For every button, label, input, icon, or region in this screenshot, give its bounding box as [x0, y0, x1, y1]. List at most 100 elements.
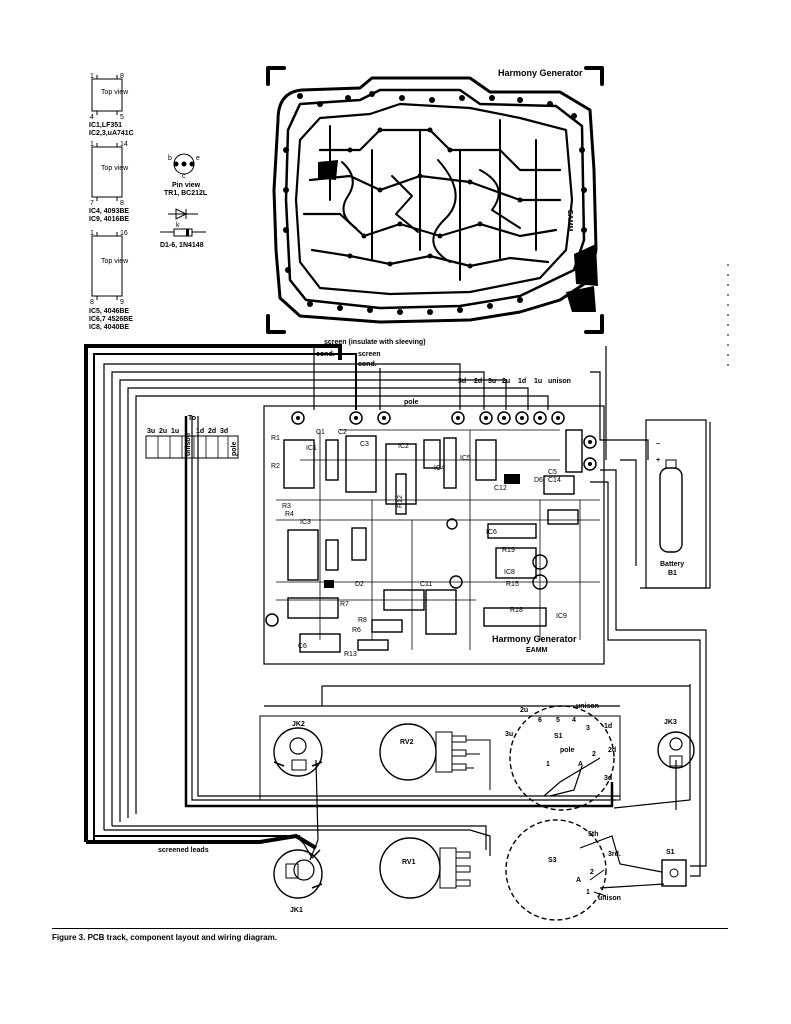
svg-text:IC1: IC1 — [306, 445, 317, 452]
svg-text:1: 1 — [586, 889, 590, 896]
jack-jk2: JK2 — [273, 721, 323, 777]
svg-text:C11: C11 — [420, 581, 432, 588]
svg-text:IC5: IC5 — [460, 455, 471, 462]
svg-text:C6: C6 — [298, 643, 307, 650]
pcb-mirror-mark: EAMM — [566, 210, 573, 232]
svg-text:1: 1 — [90, 73, 94, 80]
svg-text:14: 14 — [120, 141, 128, 148]
svg-text:S3: S3 — [548, 857, 557, 864]
battery: − + Battery B1 — [645, 419, 707, 589]
svg-text:D6: D6 — [534, 477, 543, 484]
svg-text:D1-6, 1N4148: D1-6, 1N4148 — [160, 242, 204, 249]
svg-text:A: A — [578, 761, 583, 768]
svg-text:IC6: IC6 — [486, 529, 497, 536]
svg-text:7: 7 — [90, 200, 94, 207]
svg-text:3d: 3d — [604, 775, 612, 782]
svg-text:R1: R1 — [271, 435, 280, 442]
ic-16pin-pinout: 1 16 8 9 Top view IC5, 4046BE IC6,7 4526… — [89, 230, 133, 331]
svg-text:−: − — [656, 441, 660, 448]
svg-text:8: 8 — [90, 299, 94, 306]
svg-text:IC8: IC8 — [504, 569, 515, 576]
svg-text:1d: 1d — [518, 378, 526, 385]
svg-text:Top view: Top view — [101, 165, 129, 172]
svg-text:R15: R15 — [506, 581, 519, 588]
caption-rule — [52, 928, 728, 929]
screened-leads-label: screened leads — [158, 847, 209, 854]
svg-text:unison: unison — [598, 895, 621, 902]
svg-text:R7: R7 — [340, 601, 349, 608]
svg-text:2d: 2d — [474, 378, 482, 385]
svg-text:+: + — [656, 457, 660, 464]
svg-text:5th: 5th — [588, 831, 599, 838]
svg-text:5: 5 — [120, 114, 124, 121]
svg-text:3u: 3u — [488, 378, 496, 385]
pcb-track — [266, 66, 604, 334]
pcb-title: Harmony Generator — [498, 68, 583, 78]
svg-text:16: 16 — [120, 230, 128, 237]
svg-text:screen (insulate with sleevin: screen (insulate with sleeving) — [324, 339, 426, 346]
svg-text:k: k — [176, 222, 180, 229]
svg-text:1: 1 — [90, 141, 94, 148]
svg-text:IC8, 4040BE: IC8, 4040BE — [89, 324, 129, 331]
svg-text:IC2,3,uA741C: IC2,3,uA741C — [89, 130, 134, 137]
svg-text:R4: R4 — [285, 511, 294, 518]
svg-text:Top view: Top view — [101, 258, 129, 265]
top-view-label: Top view — [101, 89, 129, 96]
svg-text:IC3: IC3 — [300, 519, 311, 526]
svg-text:2u: 2u — [502, 378, 510, 385]
svg-text:IC1,LF351: IC1,LF351 — [89, 122, 122, 129]
svg-text:3d: 3d — [458, 378, 466, 385]
svg-text:JK1: JK1 — [290, 907, 303, 914]
svg-text:4: 4 — [572, 717, 576, 724]
svg-text:C14: C14 — [548, 477, 561, 484]
jack-jk3: JK3 — [657, 719, 695, 769]
svg-text:1d: 1d — [196, 428, 204, 435]
svg-text:6: 6 — [538, 717, 542, 724]
svg-text:3d: 3d — [220, 428, 228, 435]
svg-text:9: 9 — [120, 299, 124, 306]
svg-text:1d: 1d — [604, 723, 612, 730]
svg-text:cond.: cond. — [358, 361, 377, 368]
svg-text:D2: D2 — [355, 581, 364, 588]
lower-panel-outline — [259, 715, 621, 801]
svg-text:unison: unison — [185, 433, 192, 456]
svg-text:pole: pole — [560, 747, 574, 754]
svg-text:JK3: JK3 — [664, 719, 677, 726]
svg-text:S1: S1 — [666, 849, 675, 856]
component-labels: R1 IC1 C1 R2 R4 R3 C2 C3 IC3 IC2 R12 R7 … — [271, 429, 567, 658]
cable-connector: To 3u 2u 1u unison 1d 2d 3d pole screene… — [145, 415, 239, 854]
svg-text:1u: 1u — [171, 428, 179, 435]
svg-text:A: A — [576, 877, 581, 884]
svg-text:8: 8 — [120, 200, 124, 207]
svg-text:c: c — [182, 173, 186, 180]
svg-text:IC9, 4016BE: IC9, 4016BE — [89, 216, 129, 223]
svg-text:R2: R2 — [271, 463, 280, 470]
rotary-switch-s1: S1 2u 3u 6 5 4 3 unison 1d 2 2d 3d 1 A p… — [505, 703, 616, 811]
svg-text:2u: 2u — [159, 428, 167, 435]
svg-text:4: 4 — [90, 114, 94, 121]
svg-text:C5: C5 — [548, 469, 557, 476]
transistor-pinout: b e c Pin view TR1, BC212L — [164, 153, 208, 197]
svg-text:IC6,7 4526BE: IC6,7 4526BE — [89, 316, 133, 323]
svg-text:2d: 2d — [208, 428, 216, 435]
svg-text:pole: pole — [231, 442, 238, 456]
svg-text:unison: unison — [576, 703, 599, 710]
svg-text:5: 5 — [556, 717, 560, 724]
svg-text:3u: 3u — [147, 428, 155, 435]
board-wiring-labels: screen (insulate with sleeving) cond. sc… — [316, 339, 571, 406]
svg-text:R12: R12 — [397, 495, 404, 508]
potentiometer-rv1: RV1 — [379, 837, 471, 899]
svg-text:1u: 1u — [534, 378, 542, 385]
svg-text:C1: C1 — [316, 429, 325, 436]
svg-text:2: 2 — [590, 869, 594, 876]
svg-text:b: b — [168, 155, 172, 162]
svg-text:JK2: JK2 — [292, 721, 305, 728]
svg-text:1: 1 — [90, 230, 94, 237]
svg-text:IC4, 4093BE: IC4, 4093BE — [89, 208, 129, 215]
svg-text:IC2: IC2 — [398, 443, 409, 450]
svg-text:R3: R3 — [282, 503, 291, 510]
svg-text:R6: R6 — [352, 627, 361, 634]
svg-text:2d: 2d — [608, 747, 616, 754]
svg-text:IC5, 4046BE: IC5, 4046BE — [89, 308, 129, 315]
